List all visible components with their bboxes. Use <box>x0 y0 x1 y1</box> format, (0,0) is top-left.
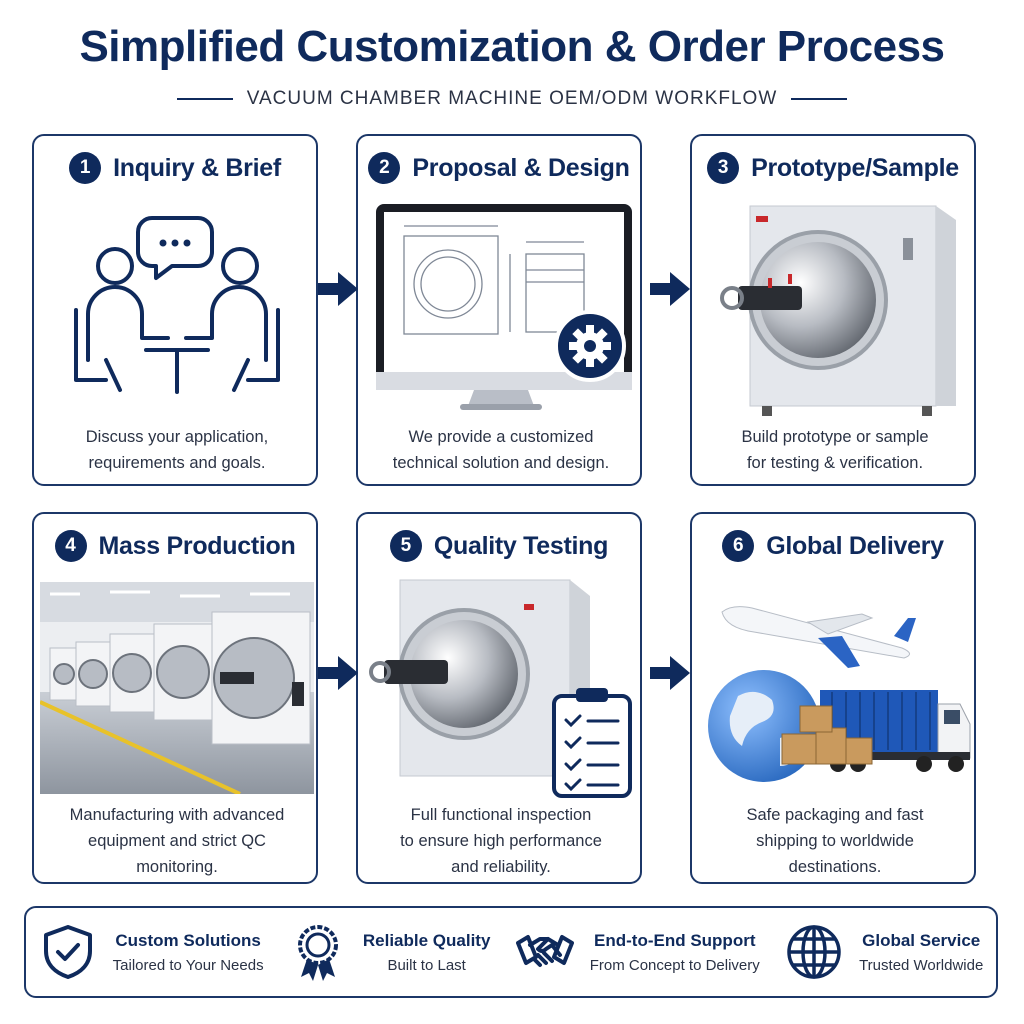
step-description: Full functional inspection to ensure hig… <box>400 806 602 876</box>
step-card-5: 5 Quality Testing Full functional inspec… <box>356 512 642 884</box>
arrow-right-icon <box>318 656 358 690</box>
step-number: 5 <box>389 530 422 562</box>
step-title: Prototype/Sample <box>751 153 959 182</box>
consultation-icon <box>74 216 280 394</box>
step-number: 6 <box>722 530 755 562</box>
step-card-6: 6 Global Delivery <box>690 512 976 884</box>
page-title: Simplified Customization & Order Process <box>79 22 945 71</box>
step-title: Inquiry & Brief <box>113 153 281 182</box>
feature-title: Global Service <box>862 930 981 950</box>
page-subtitle: VACUUM CHAMBER MACHINE OEM/ODM WORKFLOW <box>246 88 778 109</box>
step-card-2: 2 Proposal & Design <box>356 134 642 486</box>
arrow-right-icon <box>650 656 690 690</box>
feature-title: Reliable Quality <box>362 930 491 950</box>
step-description: Manufacturing with advanced equipment an… <box>69 806 285 876</box>
arrow-right-icon <box>318 272 358 306</box>
feature-subtitle: Tailored to Your Needs <box>112 956 264 974</box>
step-description: We provide a customized technical soluti… <box>392 428 610 472</box>
globe-icon <box>787 925 841 979</box>
step-card-3: 3 Prototype/Sample Build prototype or sa… <box>690 134 976 486</box>
feature-title: Custom Solutions <box>115 930 261 950</box>
handshake-icon <box>515 935 574 967</box>
vacuum-chamber-image <box>720 205 956 416</box>
step-number: 1 <box>69 152 102 184</box>
award-ribbon-icon <box>297 925 338 981</box>
subtitle-row: VACUUM CHAMBER MACHINE OEM/ODM WORKFLOW <box>0 88 1024 110</box>
step-description: Safe packaging and fast shipping to worl… <box>746 806 924 876</box>
globe-logistics-icon <box>708 606 971 782</box>
step-number: 3 <box>707 152 740 184</box>
subtitle-divider-right <box>791 98 848 100</box>
feature-subtitle: Trusted Worldwide <box>859 956 984 974</box>
step-title: Mass Production <box>98 531 296 560</box>
feature-bar: Custom Solutions Tailored to Your Needs … <box>24 906 998 998</box>
step-title: Global Delivery <box>766 531 944 560</box>
step-title: Proposal & Design <box>412 153 630 182</box>
feature-custom-solutions: Custom Solutions Tailored to Your Needs <box>39 923 264 981</box>
feature-title: End-to-End Support <box>594 930 756 950</box>
arrow-right-icon <box>650 272 690 306</box>
monitor-design-icon <box>376 204 632 410</box>
shield-check-icon <box>43 925 92 979</box>
feature-subtitle: Built to Last <box>387 956 466 974</box>
feature-end-to-end-support: End-to-End Support From Concept to Deliv… <box>515 923 760 981</box>
step-title: Quality Testing <box>433 531 609 560</box>
step-description: Build prototype or sample for testing & … <box>741 428 929 472</box>
step-card-1: 1 Inquiry & Brief Discuss your applicati… <box>32 134 318 486</box>
step-card-4: 4 Mass Production <box>32 512 318 884</box>
feature-reliable-quality: Reliable Quality Built to Last <box>289 923 491 981</box>
step-description: Discuss your application, requirements a… <box>85 428 269 472</box>
checklist-icon <box>369 579 632 798</box>
subtitle-divider-left <box>176 98 233 100</box>
feature-global-service: Global Service Trusted Worldwide <box>785 923 983 981</box>
step-number: 4 <box>54 530 87 562</box>
feature-subtitle: From Concept to Delivery <box>589 956 760 974</box>
step-number: 2 <box>368 152 401 184</box>
factory-floor-image <box>40 582 314 794</box>
